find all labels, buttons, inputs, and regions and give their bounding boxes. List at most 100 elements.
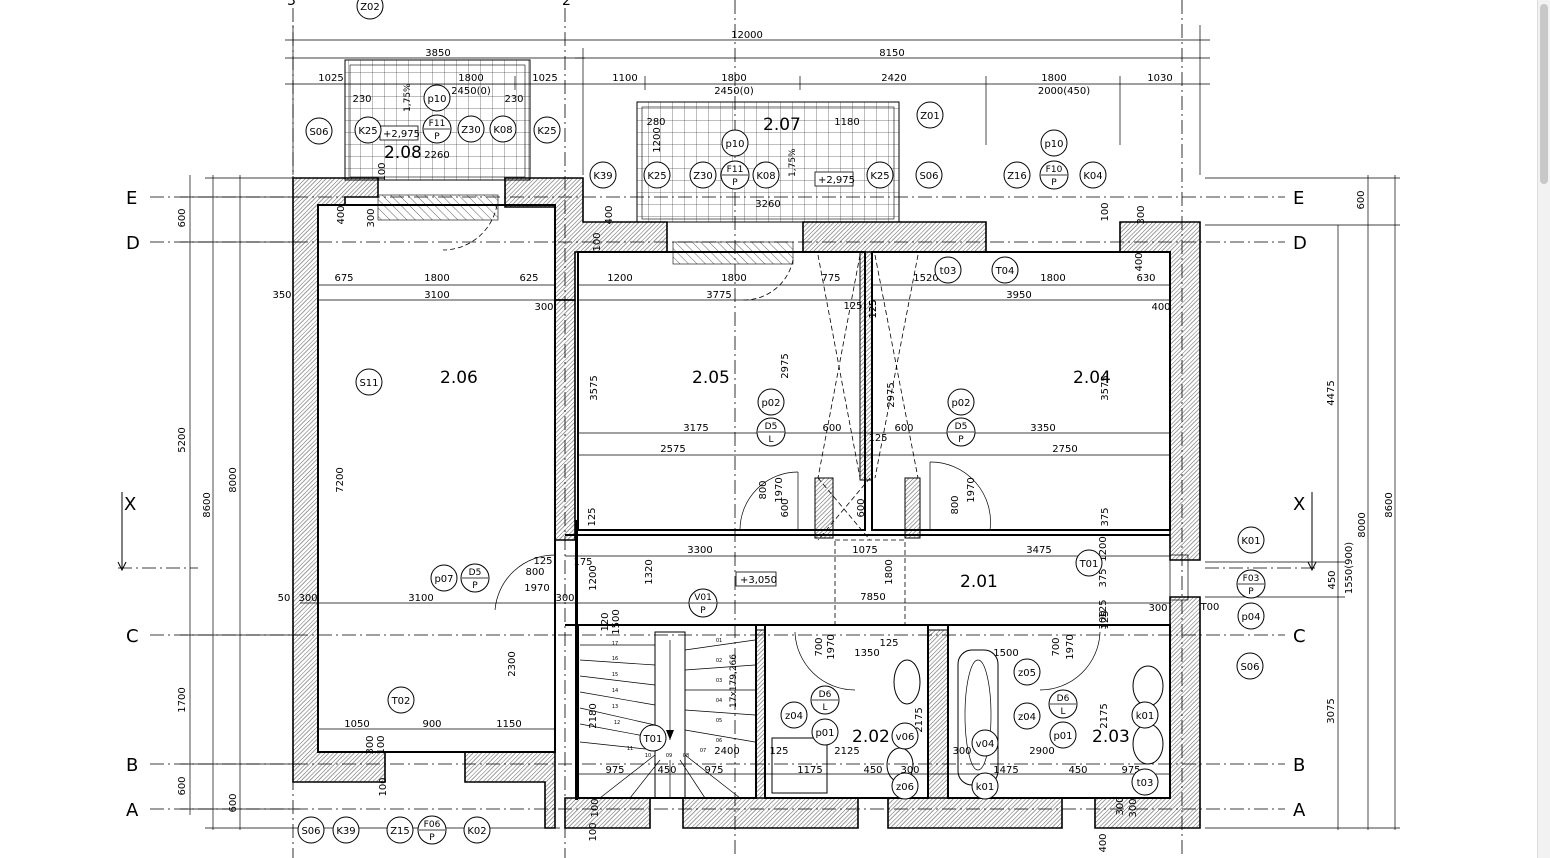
tag-code: k01 — [976, 782, 995, 793]
tag-code: S06 — [309, 127, 328, 138]
dimension-label: 975 — [704, 765, 723, 776]
axis-label-c-right: C — [1293, 626, 1306, 647]
stair-step-number: 02 — [716, 658, 722, 664]
vertical-dimension-label: 375 — [1100, 507, 1111, 526]
vertical-dimension-label: 300 — [1136, 205, 1147, 224]
vertical-dimension-label: 400 — [336, 205, 347, 224]
dimension-label: 2000(450) — [1038, 86, 1090, 97]
vertical-dimension-label: 600 — [228, 793, 239, 812]
tag-s06: S06 — [915, 161, 943, 189]
dimension-label: 2420 — [881, 73, 906, 84]
tag-s06: S06 — [1236, 652, 1264, 680]
room-2-08: 2.08 — [384, 143, 422, 163]
vertical-dimension-label: 1200 — [1098, 536, 1109, 561]
tag-code: F06 — [424, 820, 441, 830]
tag-d6: D6L — [810, 685, 840, 715]
vertical-dimension-label: 8600 — [202, 492, 213, 517]
tag-p04: p04 — [1237, 602, 1265, 630]
stair-step-number: 17 — [612, 641, 618, 647]
vertical-dimension-label: 125 — [587, 507, 598, 526]
tag-p10: p10 — [721, 129, 749, 157]
vertical-dimension-label: 1500 — [611, 609, 622, 634]
vertical-dimension-label: 300 — [1098, 610, 1109, 629]
slope-2-08: 1,75% — [403, 83, 413, 112]
tag-code: z05 — [1018, 668, 1036, 679]
room-2-05: 2.05 — [692, 368, 730, 388]
axis-label-c-left: C — [126, 626, 139, 647]
vertical-dimension-label: 600 — [1356, 190, 1367, 209]
tag-code: z04 — [1018, 712, 1036, 723]
vertical-dimension-label: 1800 — [884, 559, 895, 584]
dimension-label: 1175 — [797, 765, 822, 776]
tag-code: F03 — [1243, 574, 1260, 584]
tag-v04: v04 — [971, 729, 999, 757]
stair-step-number: 14 — [612, 688, 618, 694]
vertical-dimension-label: 1700 — [177, 687, 188, 712]
tag-code: p01 — [815, 728, 834, 739]
stair-step-number: 03 — [716, 678, 722, 684]
vertical-dimension-label: 300 — [365, 735, 376, 754]
tag-d5: D5L — [756, 417, 786, 447]
axis-label-e-left: E — [126, 188, 137, 209]
axis-label-d-left: D — [126, 233, 140, 254]
vertical-dimension-label: 2175 — [914, 707, 925, 732]
tag-sub: L — [822, 703, 827, 713]
vertical-dimension-label: 800 — [950, 495, 961, 514]
dimension-label: 350 — [272, 290, 291, 301]
slope-2-07: 1,75% — [788, 148, 798, 177]
tag-p01: p01 — [811, 718, 839, 746]
doors — [442, 204, 1101, 691]
dimension-label: 125 — [843, 301, 862, 312]
dimension-label: 3475 — [1026, 545, 1051, 556]
tag-code: Z30 — [461, 125, 481, 136]
dimension-label: 7850 — [860, 592, 885, 603]
vertical-dimension-label: 1970 — [966, 477, 977, 502]
dimension-label: 1150 — [496, 719, 521, 730]
vertical-dimension-label: 8000 — [1357, 512, 1368, 537]
tag-k39: K39 — [589, 161, 617, 189]
room-2-04: 2.04 — [1073, 368, 1111, 388]
tag-code: z04 — [785, 711, 803, 722]
stair-step-number: 11 — [627, 746, 633, 752]
dimension-label: 1500 — [993, 648, 1018, 659]
tag-k01: k01 — [971, 772, 999, 800]
tag-p01: p01 — [1049, 721, 1077, 749]
tag-t02: T02 — [387, 686, 415, 714]
tag-t03: t03 — [1131, 768, 1159, 796]
tag-z01: Z01 — [916, 101, 944, 129]
vertical-dimension-label: 700 — [1051, 637, 1062, 656]
tag-code: K39 — [336, 826, 355, 837]
vertical-scrollbar[interactable] — [1537, 0, 1550, 858]
tag-k01: K01 — [1237, 526, 1265, 554]
dimension-label: 1800 — [424, 273, 449, 284]
vertical-dimension-label: 800 — [758, 480, 769, 499]
tag-k25: K25 — [354, 116, 382, 144]
dimension-label: 125 — [533, 556, 552, 567]
dimension-label: 1800 — [721, 273, 746, 284]
tag-code: k01 — [1136, 711, 1155, 722]
tag-code: K25 — [870, 171, 889, 182]
tag-z04: z04 — [780, 701, 808, 729]
stair-step-number: 13 — [612, 704, 618, 710]
axis-label-a-right: A — [1293, 800, 1306, 821]
vertical-dimension-label: 100 — [378, 777, 389, 796]
stair-step-number: 12 — [614, 720, 620, 726]
dimension-label: 2400 — [714, 746, 739, 757]
dimension-label: 1475 — [993, 765, 1018, 776]
tag-k39: K39 — [332, 816, 360, 844]
scrollbar-thumb[interactable] — [1540, 4, 1548, 184]
tag-code: p02 — [761, 398, 780, 409]
vertical-dimension-label: 8600 — [1384, 492, 1395, 517]
tag-code: T04 — [995, 266, 1015, 277]
dimension-label: 3300 — [687, 545, 712, 556]
dimension-label: 300 — [900, 765, 919, 776]
tag-p07: p07 — [430, 564, 458, 592]
vertical-dimension-label: 1320 — [644, 559, 655, 584]
dimension-label: 2450(0) — [714, 86, 754, 97]
tag-k01: k01 — [1131, 701, 1159, 729]
tag-code: Z01 — [920, 111, 940, 122]
dimension-label: 2575 — [660, 444, 685, 455]
axis-label-b-right: B — [1293, 755, 1305, 776]
